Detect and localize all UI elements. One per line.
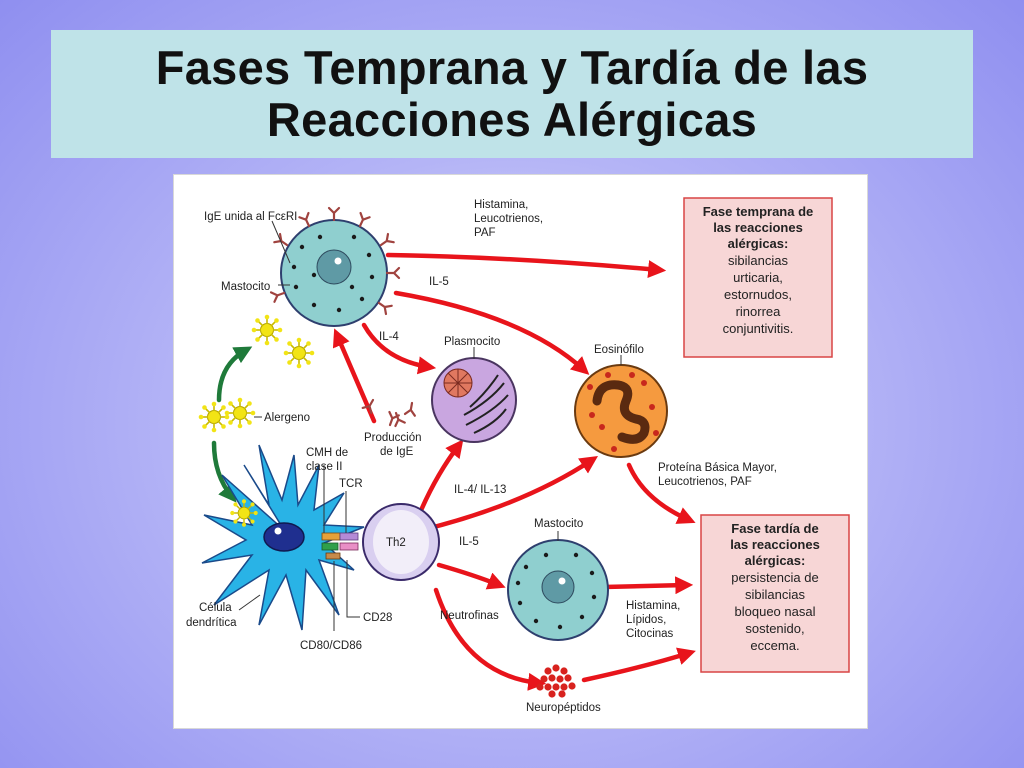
- late-box-item: eccema.: [750, 638, 799, 653]
- label-cmh-1: CMH de: [306, 447, 348, 459]
- arrow-allergen-to-mast: [216, 346, 253, 403]
- arrow-mast-bottom-to-late: [601, 576, 694, 595]
- late-box-title-3: alérgicas:: [745, 553, 806, 568]
- free-ige-antibodies: [361, 396, 419, 428]
- arrow-th2-to-neuropeptides: [433, 587, 547, 691]
- late-phase-box: [700, 514, 850, 673]
- late-box-title-2: las reacciones: [730, 537, 820, 552]
- early-box-item: estornudos,: [724, 287, 792, 302]
- label-mediators-bottom-1: Histamina,: [626, 600, 680, 612]
- arrow-th2-to-plasmocyte: [416, 439, 464, 518]
- label-proteina-2: Leucotrienos, PAF: [658, 476, 752, 488]
- label-mediators-bottom-2: Lípidos,: [626, 614, 666, 626]
- label-mediators-top-3: PAF: [474, 227, 496, 239]
- eosinophil-cell: [574, 364, 668, 458]
- label-produccion-2: de IgE: [380, 446, 414, 458]
- late-box-item: bloqueo nasal: [735, 604, 816, 619]
- early-box-title-2: las reacciones: [713, 220, 803, 235]
- early-box-item: urticaria,: [733, 270, 783, 285]
- label-celula-2: dendrítica: [186, 617, 237, 629]
- arrow-th2-to-mast-bottom: [436, 562, 506, 590]
- early-box-title-1: Fase temprana de: [703, 204, 814, 219]
- plasma-cell: [431, 357, 517, 443]
- label-mediators-top-2: Leucotrienos,: [474, 213, 543, 225]
- early-phase-box: [683, 197, 833, 358]
- arrow-eosinophil-to-late: [626, 462, 696, 524]
- label-produccion-1: Producción: [364, 432, 422, 444]
- mast-cell-bottom: [507, 539, 609, 641]
- label-mediators-top-1: Histamina,: [474, 199, 528, 211]
- slide-title-banner: Fases Temprana y Tardía de las Reaccione…: [51, 30, 973, 158]
- label-proteina-1: Proteína Básica Mayor,: [658, 462, 777, 474]
- label-th2: Th2: [386, 537, 406, 549]
- early-box-item: conjuntivitis.: [723, 321, 794, 336]
- label-plasmocito: Plasmocito: [444, 336, 500, 348]
- early-box-item: rinorrea: [736, 304, 782, 319]
- label-neuropeptidos: Neuropéptidos: [526, 702, 601, 714]
- early-box-item: sibilancias: [728, 253, 788, 268]
- arrow-allergen-to-dendritic: [211, 440, 237, 503]
- label-cd80-cd86: CD80/CD86: [300, 640, 362, 652]
- label-il4: IL-4: [379, 331, 399, 343]
- arrow-mast-to-eosinophil: [393, 290, 590, 375]
- label-cmh-2: clase II: [306, 461, 342, 473]
- label-neutrofinas: Neutrofinas: [440, 610, 499, 622]
- label-mastocito-bottom: Mastocito: [534, 518, 583, 530]
- th2-cell: [362, 503, 440, 581]
- label-eosinofilo: Eosinófilo: [594, 344, 644, 356]
- mast-cell-top: [280, 219, 388, 327]
- late-box-item: sibilancias: [745, 587, 805, 602]
- allergic-reaction-diagram: IgE unida al FcεRI Mastocito Alergeno IL…: [173, 174, 868, 729]
- arrow-ige-to-mast: [332, 328, 377, 424]
- arrow-mast-to-plasmocyte: [361, 322, 437, 375]
- slide-title-line-2: Reacciones Alérgicas: [266, 93, 758, 146]
- label-il4-il13: IL-4/ IL-13: [454, 484, 506, 496]
- slide-title-line-1: Fases Temprana y Tardía de las: [155, 41, 869, 94]
- late-box-item: persistencia de: [731, 570, 818, 585]
- arrow-mast-to-early: [385, 252, 667, 279]
- label-il5-bottom: IL-5: [459, 536, 479, 548]
- dendritic-cell: [201, 444, 365, 631]
- arrow-th2-to-eosinophil: [419, 456, 599, 533]
- label-cd28: CD28: [363, 612, 392, 624]
- label-mastocito-top: Mastocito: [221, 281, 270, 293]
- late-box-title-1: Fase tardía de: [731, 521, 818, 536]
- label-mediators-bottom-3: Citocinas: [626, 628, 674, 640]
- late-box-item: sostenido,: [745, 621, 804, 636]
- early-box-title-3: alérgicas:: [728, 236, 789, 251]
- label-tcr: TCR: [339, 478, 363, 490]
- label-celula-1: Célula: [199, 602, 232, 614]
- receptor-complex: [321, 532, 359, 560]
- label-il5-top: IL-5: [429, 276, 449, 288]
- label-alergeno: Alergeno: [264, 412, 310, 424]
- label-ige-fcr: IgE unida al FcεRI: [204, 211, 297, 223]
- neuropeptide-cluster: [536, 664, 576, 698]
- arrow-neuropeptides-to-late: [581, 647, 696, 683]
